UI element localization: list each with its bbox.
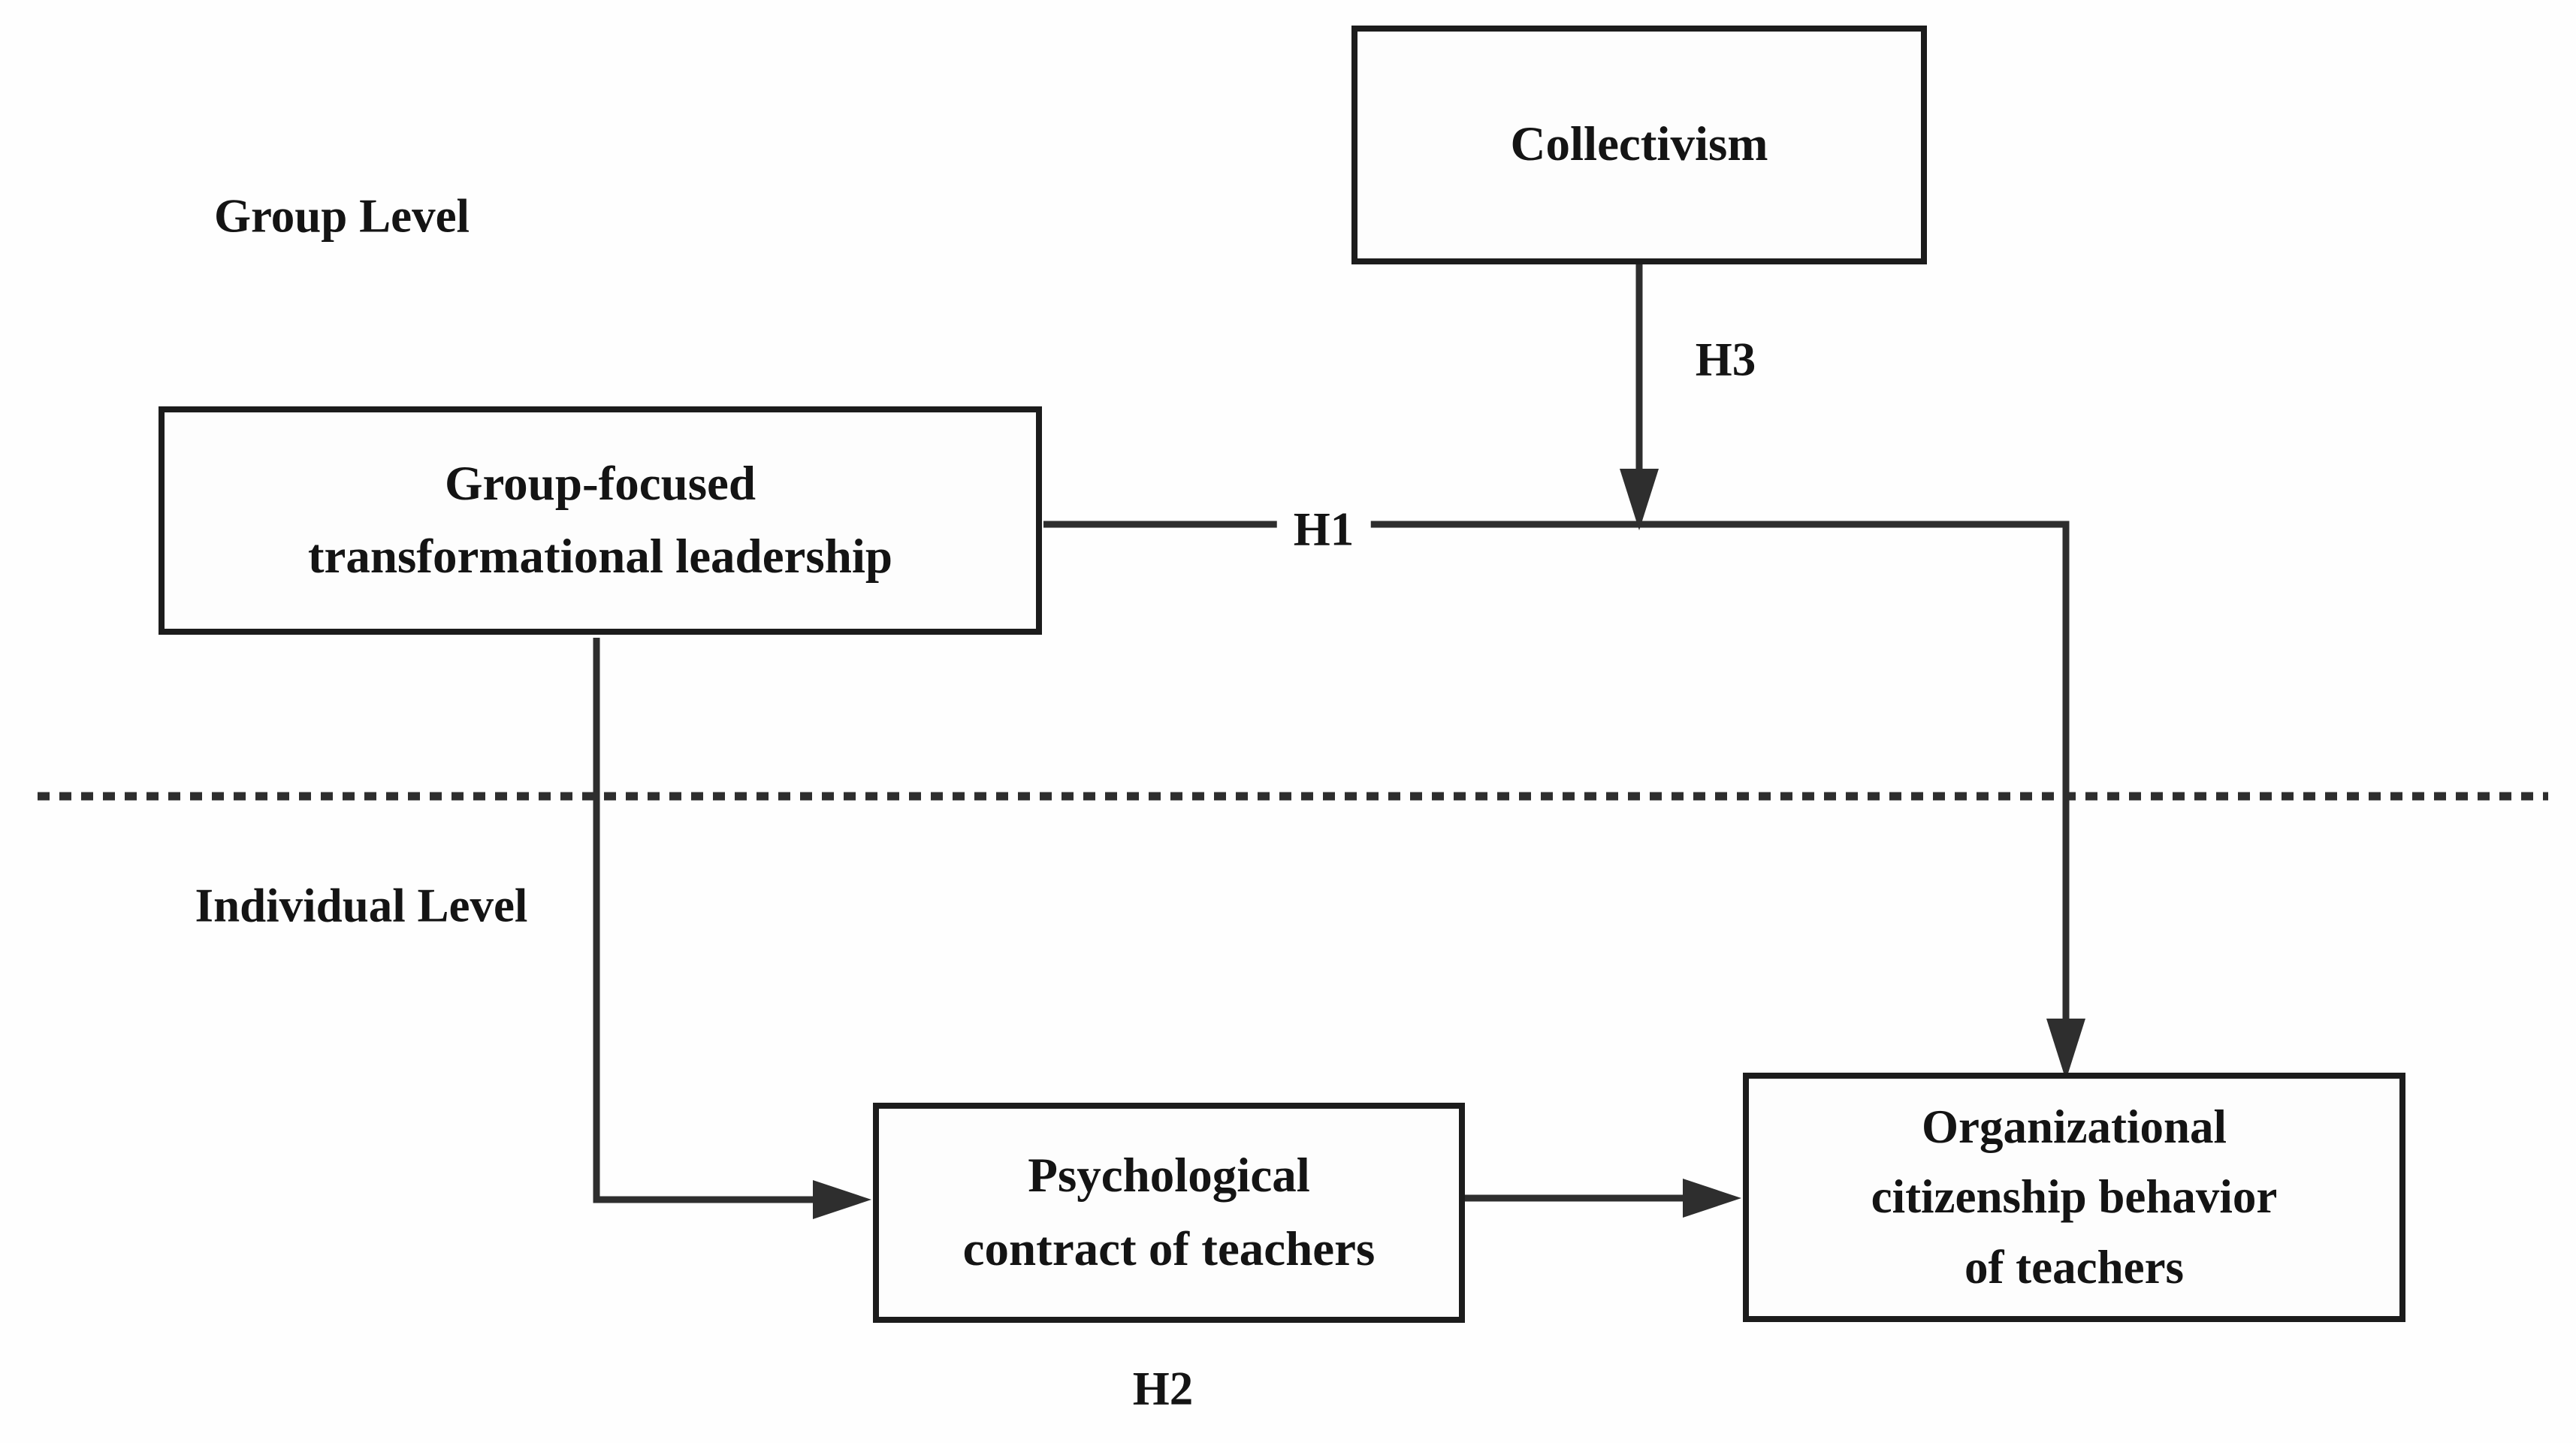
- individual-level-label: Individual Level: [195, 879, 528, 932]
- psychological-contract-box-label-line2: contract of teachers: [962, 1221, 1376, 1276]
- hypothesis-h3-label: H3: [1695, 333, 1756, 386]
- ocb-box-label-line3: of teachers: [1964, 1240, 2185, 1294]
- ocb-arrowhead-icon: [1683, 1179, 1741, 1218]
- collectivism-box-label: Collectivism: [1510, 117, 1768, 172]
- h1-down-arrowhead-icon: [2046, 1019, 2085, 1080]
- contract-arrowhead-icon: [813, 1180, 871, 1219]
- h3-arrowhead-icon: [1620, 469, 1659, 530]
- hypothesis-h1-label: H1: [1276, 502, 1371, 557]
- group-level-label: Group Level: [213, 189, 470, 243]
- psychological-contract-box-label-line1: Psychological: [1028, 1149, 1310, 1203]
- leadership-box-label-line1: Group-focused: [444, 456, 756, 511]
- ocb-box-label-line1: Organizational: [1922, 1100, 2227, 1154]
- leadership-to-contract-line: [593, 638, 814, 1203]
- ocb-box: Organizational citizenship behavior of t…: [1743, 1073, 2405, 1322]
- leadership-box: Group-focused transformational leadershi…: [159, 406, 1042, 635]
- collectivism-box: Collectivism: [1351, 26, 1927, 264]
- leadership-box-label-line2: transformational leadership: [307, 530, 893, 584]
- h1-effect-line: [1043, 521, 2070, 1020]
- psychological-contract-box: Psychological contract of teachers: [873, 1103, 1465, 1323]
- hypothesis-h2-label: H2: [1132, 1362, 1194, 1415]
- ocb-box-label-line2: citizenship behavior: [1871, 1170, 2278, 1224]
